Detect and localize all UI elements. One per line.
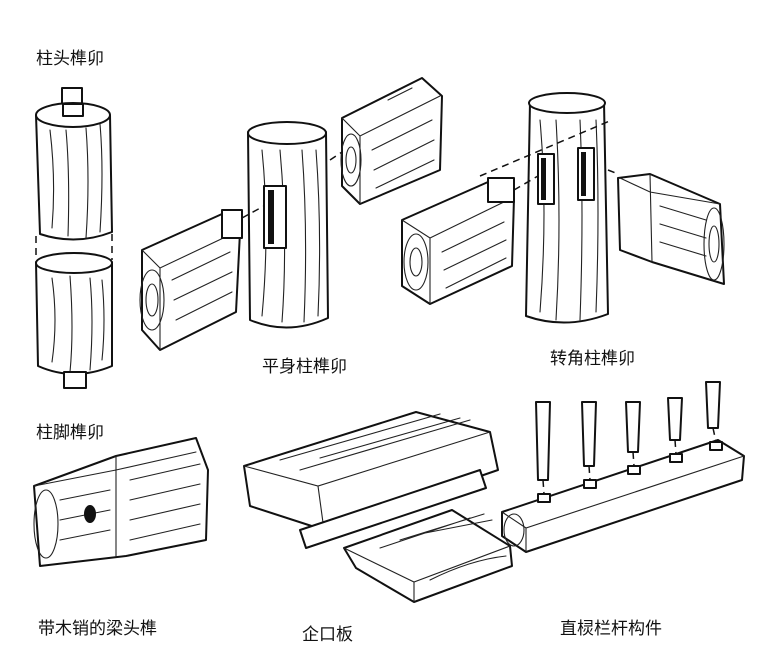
label-zhiling: 直棂栏杆构件: [560, 619, 662, 639]
column-head-joint-drawing: [35, 87, 113, 389]
straight-column-joint-drawing: [139, 77, 443, 351]
corner-column-joint-drawing: [401, 92, 725, 324]
railing-members-drawing: [501, 381, 745, 553]
beam-head-pin-drawing: [33, 437, 209, 567]
label-pingshen: 平身柱榫卯: [262, 357, 347, 377]
label-qikouban: 企口板: [302, 625, 353, 645]
label-zhutou: 柱头榫卯: [36, 49, 104, 69]
label-zhuanjiao: 转角柱榫卯: [550, 349, 635, 369]
label-liangtou: 带木销的梁头榫: [38, 619, 157, 639]
tongue-groove-board-drawing: [243, 411, 513, 603]
label-zhujiao: 柱脚榫卯: [36, 423, 104, 443]
